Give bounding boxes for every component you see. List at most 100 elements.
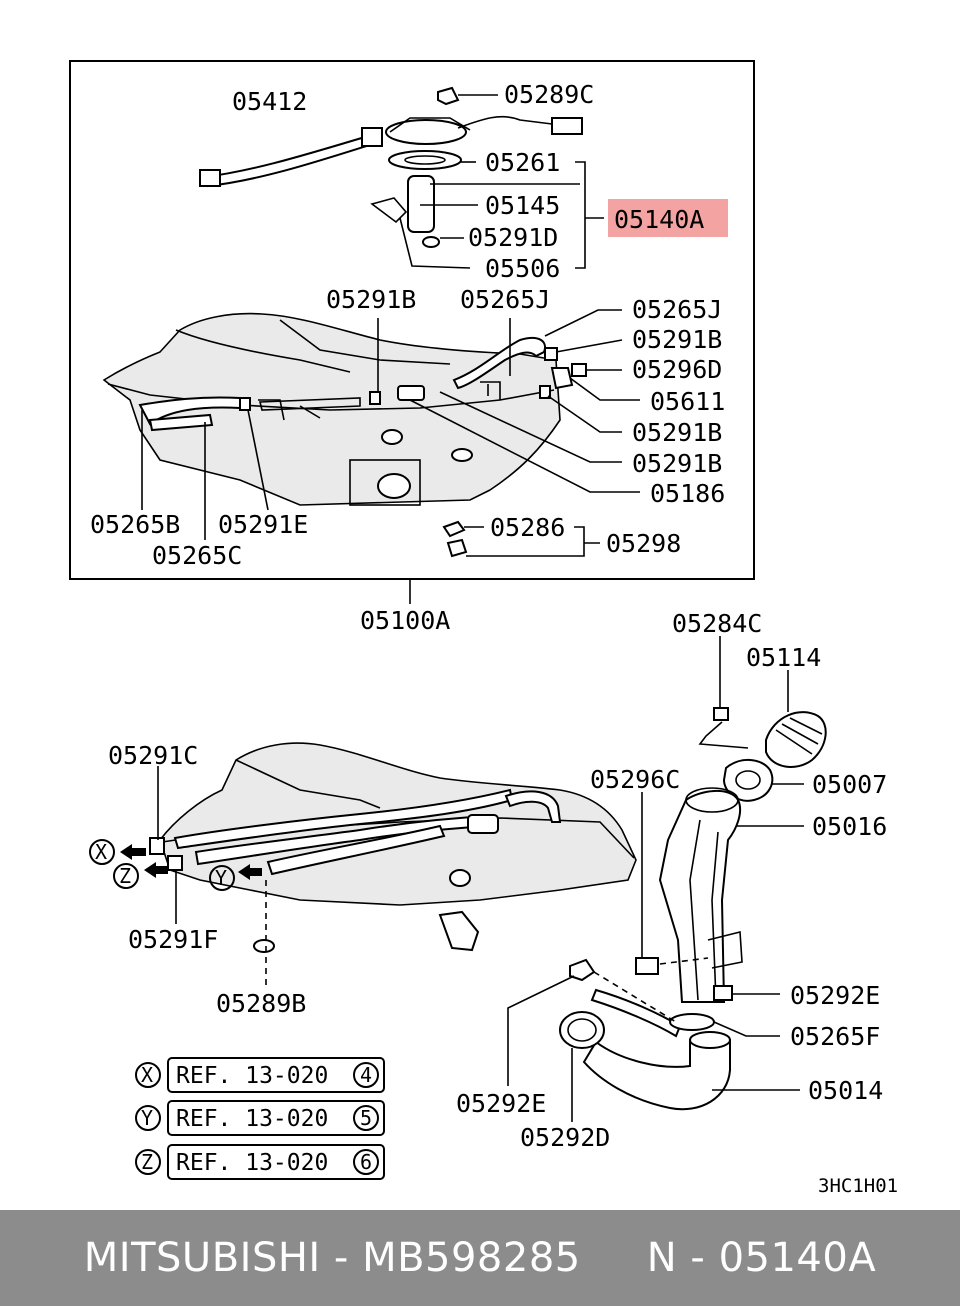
reference-y-num: 5 xyxy=(360,1106,372,1130)
leader-05291B-r2 xyxy=(547,395,622,433)
screw-05284C xyxy=(713,707,729,721)
pump-leader-05506 xyxy=(399,217,471,269)
filter-05186 xyxy=(397,385,425,401)
hose-05014 xyxy=(582,1039,731,1111)
bracket-rail xyxy=(258,399,321,421)
leader-lines-upper xyxy=(141,94,640,604)
label-05292E-right: 05292E xyxy=(790,981,880,1010)
labels-upper: 05412 05289C 05261 05145 05140A 05291D 0… xyxy=(90,80,725,635)
vent-hose-05265F xyxy=(590,988,682,1038)
filler-cap-ribs xyxy=(775,717,823,755)
direction-arrows: X Z Y xyxy=(89,839,262,891)
filler-neck-05016 xyxy=(658,790,742,1003)
reference-y-box xyxy=(167,1100,385,1136)
reference-x[interactable]: X REF. 13-020 4 xyxy=(135,1057,385,1093)
arrow-z-letter: Z xyxy=(119,864,131,888)
reference-z[interactable]: Z REF. 13-020 6 xyxy=(135,1144,385,1180)
valve-05296D xyxy=(571,363,587,377)
reference-z-num-circle xyxy=(353,1149,379,1175)
label-05291D: 05291D xyxy=(468,223,558,252)
label-05114: 05114 xyxy=(746,643,821,672)
label-05140A: 05140A xyxy=(614,205,704,234)
arrow-x-letter: X xyxy=(95,840,107,864)
clamp-05292E-right xyxy=(713,985,733,1001)
label-05291C: 05291C xyxy=(108,741,198,770)
gasket-05261-hole xyxy=(404,155,446,165)
leader-05291B-r3 xyxy=(439,391,622,463)
label-05284C: 05284C xyxy=(672,609,762,638)
leader-05611 xyxy=(569,377,640,401)
clip-05291F xyxy=(167,855,183,871)
reference-y[interactable]: Y REF. 13-020 5 xyxy=(135,1100,385,1136)
pipe-rail xyxy=(258,397,361,411)
hose-05014-end xyxy=(689,1031,731,1049)
label-05291F: 05291F xyxy=(128,925,218,954)
label-05412: 05412 xyxy=(232,87,307,116)
pump-flange xyxy=(385,119,467,145)
label-05016: 05016 xyxy=(812,812,887,841)
clamp-05292E-bottom xyxy=(569,958,596,982)
label-05291B-r2: 05291B xyxy=(632,418,722,447)
label-05186: 05186 xyxy=(650,479,725,508)
lower-assembly: X Z Y xyxy=(89,609,887,1152)
label-05292E-bottom: 05292E xyxy=(456,1089,546,1118)
hose-05265J xyxy=(452,336,546,390)
label-05291B-top: 05291B xyxy=(326,285,416,314)
tank-sump xyxy=(349,459,421,506)
reference-list: X REF. 13-020 4 Y REF. 13-020 5 Z REF. 1… xyxy=(135,1057,385,1180)
plug-05298 xyxy=(446,538,468,558)
lower-tank-fitting xyxy=(449,869,471,887)
valve-05611 xyxy=(550,367,574,390)
filter-05291D xyxy=(422,236,440,248)
gasket-05286 xyxy=(442,520,466,538)
hose-05265C xyxy=(148,413,214,432)
parts-diagram: 05412 05289C 05261 05145 05140A 05291D 0… xyxy=(69,60,898,1197)
clip-05291B-right xyxy=(544,347,558,361)
reference-z-key-circle xyxy=(135,1149,161,1175)
hose-end-right xyxy=(361,127,383,147)
bracket-center xyxy=(480,381,501,400)
reference-z-key: Z xyxy=(141,1150,153,1174)
tank-fitting xyxy=(381,429,403,445)
gasket-05261 xyxy=(388,150,462,170)
hose-end-left xyxy=(199,169,221,187)
arrow-x-circle xyxy=(89,839,115,865)
leader-05186 xyxy=(409,399,640,493)
label-05291B-r1: 05291B xyxy=(632,325,722,354)
arrow-y-pointer xyxy=(238,864,262,880)
label-05265F: 05265F xyxy=(790,1022,880,1051)
footer-bar: MITSUBISHI - MB598285 N - 05140A xyxy=(0,1210,960,1306)
filler-neck-bracket xyxy=(707,930,743,969)
highlight-05140A xyxy=(608,199,728,237)
tank-drain-plug xyxy=(377,473,411,499)
label-05100A: 05100A xyxy=(360,606,450,635)
reference-z-text: REF. 13-020 xyxy=(176,1150,328,1176)
footer-part-info: MITSUBISHI - MB598285 N - 05140A xyxy=(83,1235,877,1281)
leader-05296C-dash xyxy=(659,957,709,965)
tank-top-ridge xyxy=(175,329,351,373)
reference-y-num-circle xyxy=(353,1105,379,1131)
clamp-05292D-inner xyxy=(567,1018,597,1042)
arrow-y-circle xyxy=(209,865,235,891)
label-05286: 05286 xyxy=(490,513,565,542)
label-05007: 05007 xyxy=(812,770,887,799)
lower-drain-plug xyxy=(438,910,480,952)
arrow-y-letter: Y xyxy=(215,866,227,890)
label-05298: 05298 xyxy=(606,529,681,558)
leader-05292E-bottom xyxy=(507,975,575,1086)
leader-05298 xyxy=(466,526,600,557)
reference-x-key-circle xyxy=(135,1062,161,1088)
clip-05291C xyxy=(149,837,165,855)
reference-z-box xyxy=(167,1144,385,1180)
reference-x-num: 4 xyxy=(360,1063,372,1087)
arrow-z-circle xyxy=(113,863,139,889)
label-05289B: 05289B xyxy=(216,989,306,1018)
tank-fitting-2 xyxy=(451,448,473,462)
pump-body xyxy=(407,175,435,233)
pump-sender-arm xyxy=(370,197,408,224)
clip-05291B-low xyxy=(539,385,551,399)
lower-hose-3 xyxy=(266,824,446,876)
label-05265C: 05265C xyxy=(152,541,242,570)
leader-05265F xyxy=(713,1021,780,1037)
label-05265B: 05265B xyxy=(90,510,180,539)
